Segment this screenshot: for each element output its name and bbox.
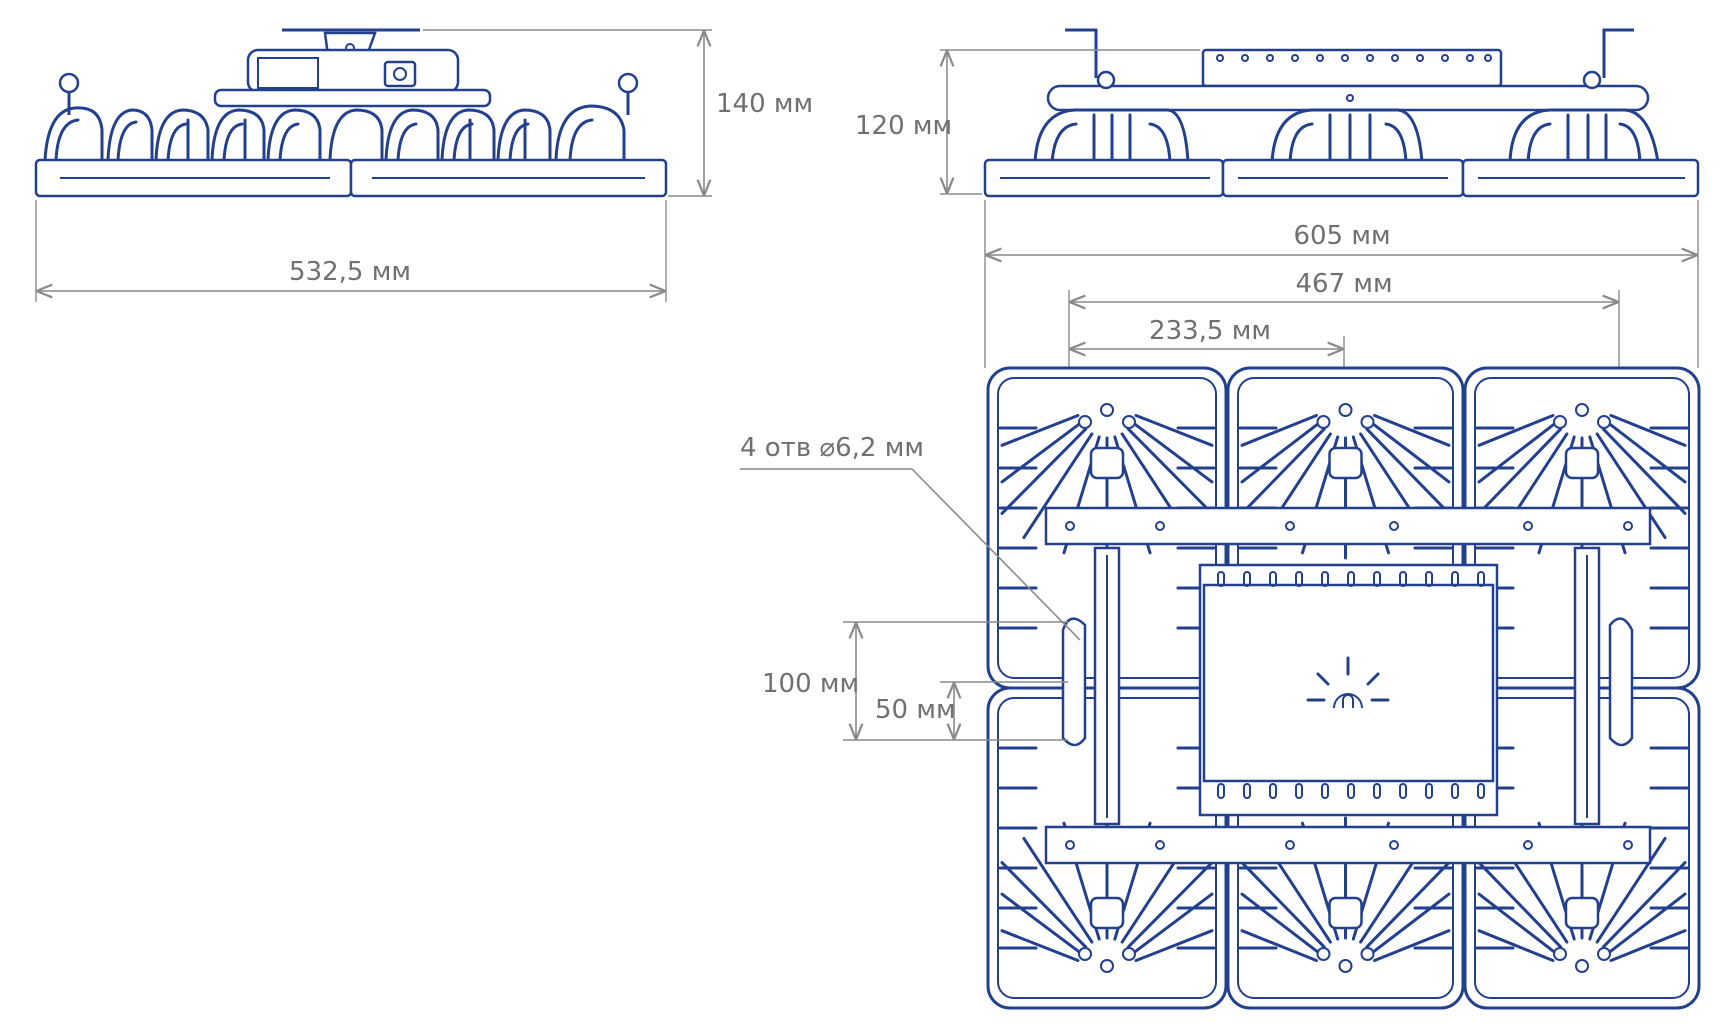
mount-bar-right (1573, 546, 1634, 826)
vent-slot (1373, 783, 1381, 799)
vent-slot (1217, 783, 1225, 799)
front-view-box-holes (1216, 54, 1492, 62)
driver-slots (1217, 571, 1485, 799)
mount-span-label: 467 мм (1295, 269, 1392, 299)
vent-slot (1399, 783, 1407, 799)
side-view-bracket (213, 28, 492, 108)
front-view (983, 28, 1700, 198)
holes-label: 4 отв ⌀6,2 мм (740, 433, 924, 463)
side-height-dimension: 140 мм (423, 29, 813, 197)
holes-callout: 4 отв ⌀6,2 мм (740, 433, 1081, 641)
vent-slot (1269, 783, 1277, 799)
vent-slot (1347, 783, 1355, 799)
vent-slot (1425, 783, 1433, 799)
side-view (34, 28, 668, 198)
top-view (986, 366, 1701, 1010)
side-view-fins (43, 104, 626, 162)
vent-slot (1425, 571, 1433, 587)
vent-slot (1321, 571, 1329, 587)
driver-box (1198, 563, 1499, 817)
mount-bar-bottom (1044, 825, 1652, 865)
vent-slot (1321, 783, 1329, 799)
overall-width-dimension: 605 мм (984, 200, 1699, 368)
vent-slot (1295, 783, 1303, 799)
vent-slot (1295, 571, 1303, 587)
vent-slot (1269, 571, 1277, 587)
vent-slot (1477, 571, 1485, 587)
slot-pitch-dimension: 50 мм (875, 681, 1068, 738)
side-view-eyes (58, 72, 639, 115)
slot-span-label: 100 мм (762, 669, 859, 699)
vent-slot (1243, 571, 1251, 587)
front-height-label: 120 мм (855, 111, 952, 141)
front-view-base (983, 158, 1700, 198)
side-height-label: 140 мм (716, 89, 813, 119)
half-span-label: 233,5 мм (1149, 316, 1271, 346)
side-view-base (34, 158, 668, 198)
vent-slot (1347, 571, 1355, 587)
vent-slot (1451, 571, 1459, 587)
front-view-fins (1033, 108, 1660, 164)
mount-bar-top (1044, 506, 1652, 546)
vent-slot (1373, 571, 1381, 587)
vent-slot (1399, 571, 1407, 587)
side-width-label: 532,5 мм (289, 257, 411, 287)
vent-slot (1477, 783, 1485, 799)
vent-slot (1243, 783, 1251, 799)
slot-span-dimension: 100 мм (762, 621, 1068, 741)
front-height-dimension: 120 мм (855, 49, 1200, 195)
overall-width-label: 605 мм (1293, 221, 1390, 251)
vent-slot (1451, 783, 1459, 799)
side-width-dimension: 532,5 мм (35, 200, 667, 302)
slot-pitch-label: 50 мм (875, 695, 956, 725)
half-span-dimension: 233,5 мм (1071, 316, 1345, 400)
vent-slot (1217, 571, 1225, 587)
sun-icon (1306, 656, 1390, 709)
mount-bar-left (1061, 546, 1121, 826)
